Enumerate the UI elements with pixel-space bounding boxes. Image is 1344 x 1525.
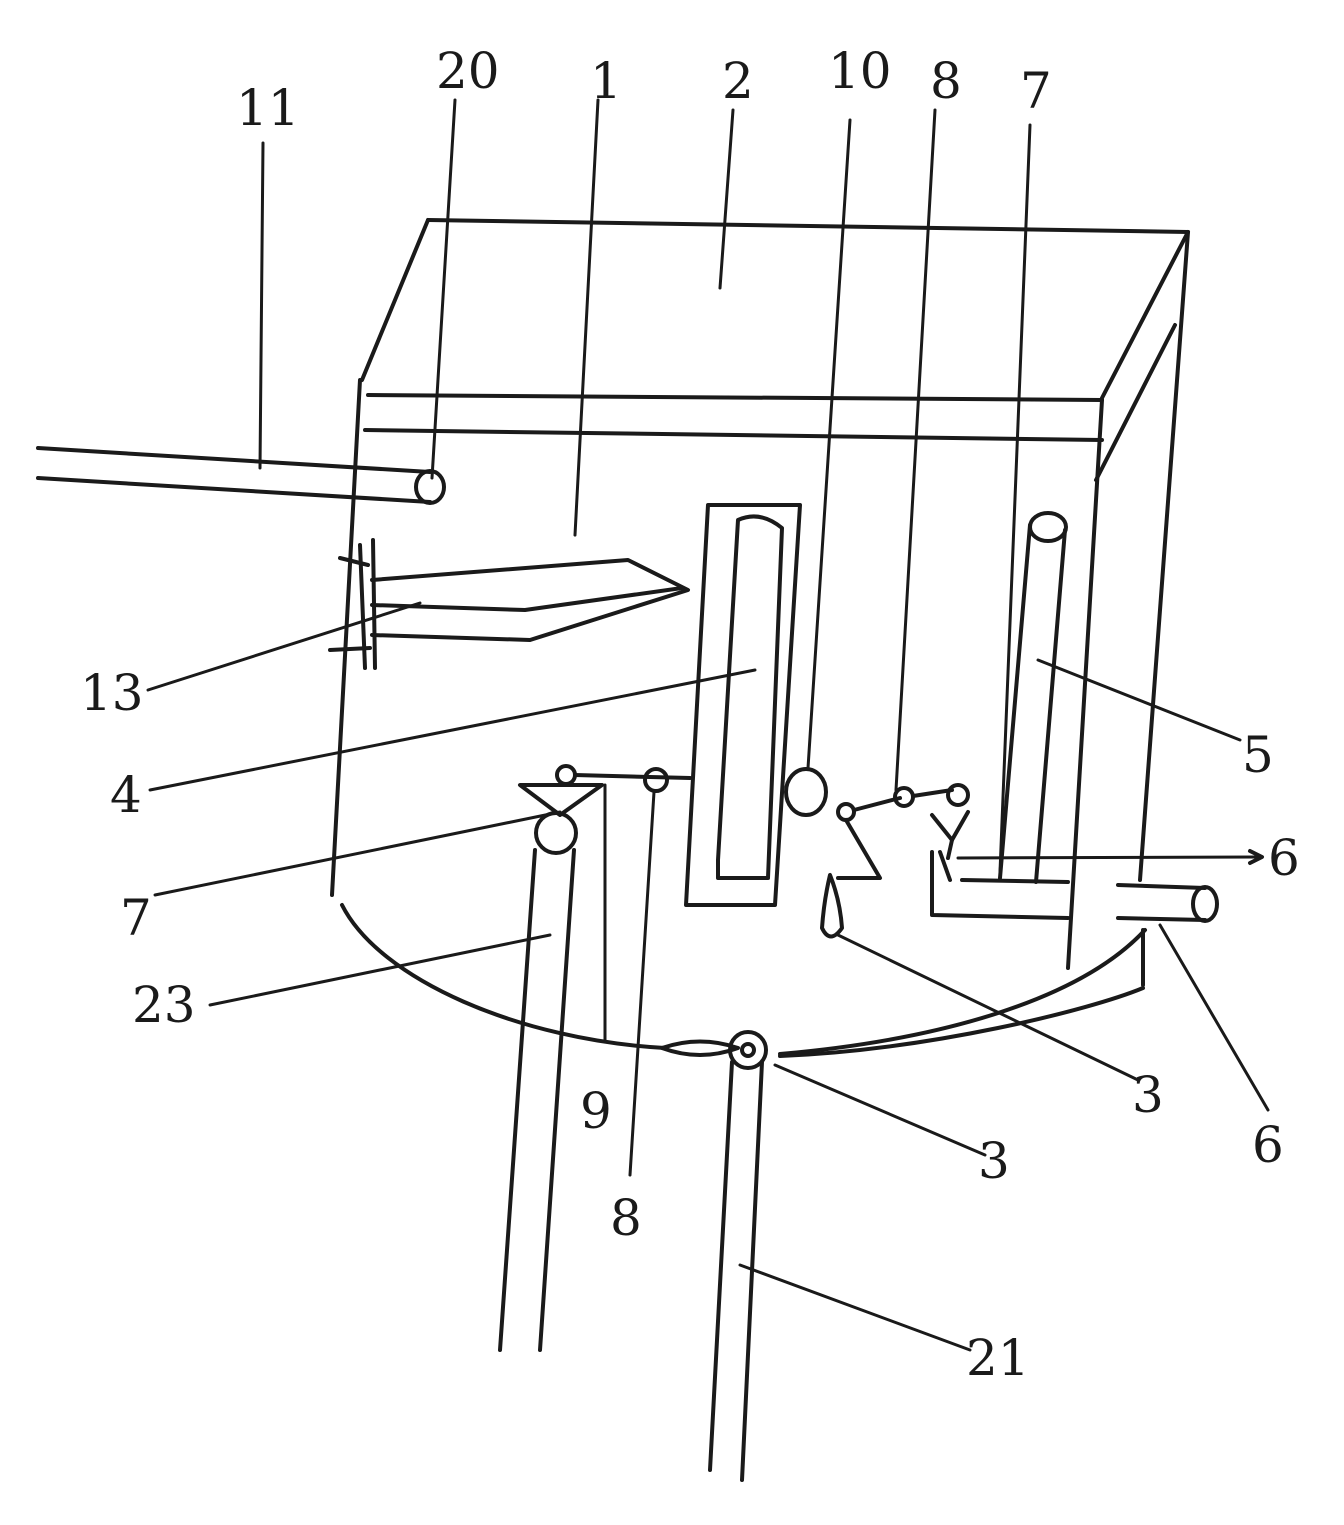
bottom-fitting	[660, 1030, 768, 1070]
label-10: 10	[828, 42, 892, 100]
vertical-tube	[998, 511, 1068, 884]
label-4: 4	[110, 766, 142, 824]
label-1: 1	[590, 52, 622, 110]
tank-body	[330, 218, 1190, 1058]
pipe-23	[498, 848, 576, 1352]
inlet-pipe	[36, 446, 446, 505]
round-port	[784, 767, 828, 817]
label-2: 2	[722, 52, 754, 110]
label-21: 21	[966, 1329, 1030, 1387]
label-13: 13	[80, 664, 144, 722]
label-3-bottom: 3	[978, 1132, 1010, 1190]
label-6-right: 6	[1268, 829, 1300, 887]
label-23: 23	[132, 976, 196, 1034]
handle-assembly	[328, 538, 690, 670]
label-7-top: 7	[1020, 62, 1052, 120]
label-6-bottom: 6	[1252, 1116, 1284, 1174]
leader-lines	[146, 98, 1270, 1352]
reference-labels: 11 20 1 2 10 8 7 13 4 5 6 7 23 9 8 3 3 6…	[80, 42, 1300, 1387]
label-9: 9	[580, 1082, 612, 1140]
label-20: 20	[436, 42, 500, 100]
label-7-left: 7	[120, 889, 152, 947]
label-5: 5	[1242, 726, 1274, 784]
wing-nut-upper	[820, 873, 844, 939]
right-valve-assembly	[836, 783, 970, 882]
left-valve-assembly	[518, 764, 692, 1042]
label-8-top: 8	[930, 52, 962, 110]
label-8-bottom: 8	[610, 1189, 642, 1247]
outlet-pipe	[930, 849, 1264, 923]
label-11: 11	[236, 79, 300, 137]
sight-window	[684, 503, 802, 907]
label-3-right: 3	[1132, 1066, 1164, 1124]
